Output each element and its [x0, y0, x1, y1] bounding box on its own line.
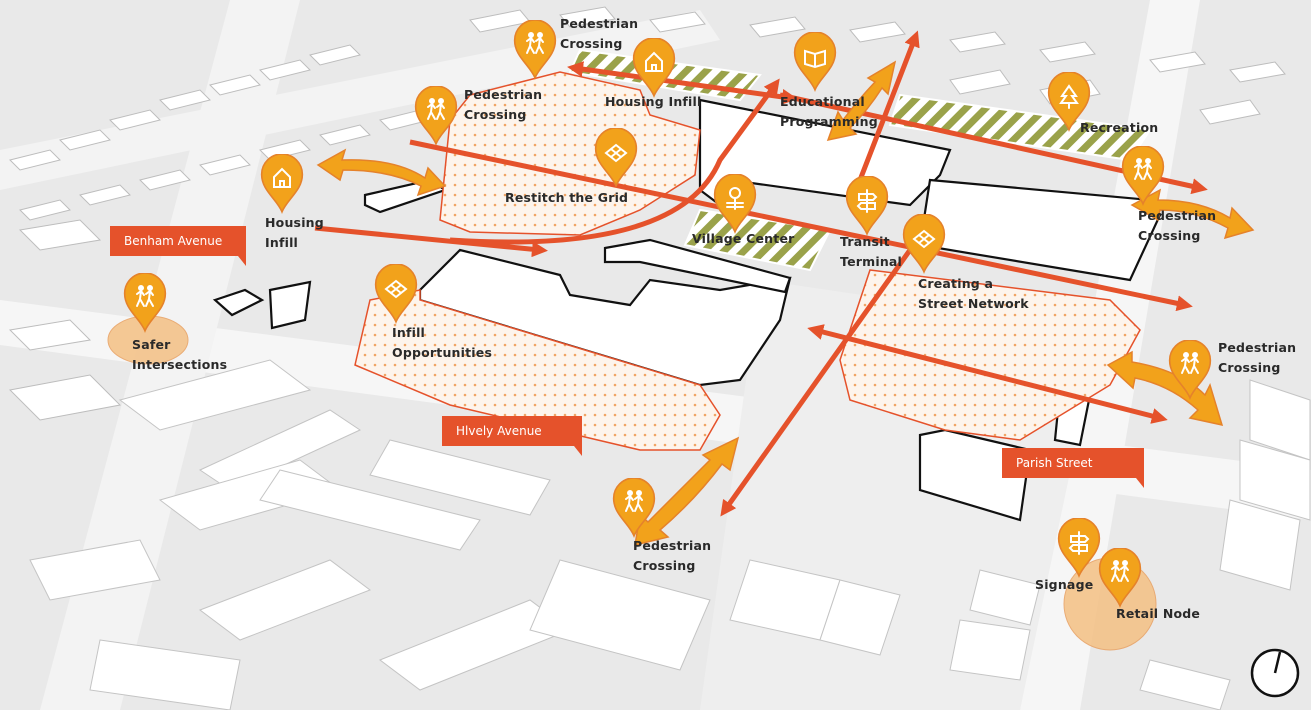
label-safer-intersections: Safer Intersections [132, 335, 227, 375]
signpost-icon [1070, 532, 1088, 554]
street-label-hively: Hlvely Avenue [442, 416, 582, 446]
label-ped-top: Pedestrian Crossing [560, 14, 638, 54]
label-housing-infill-left: Housing Infill [265, 213, 324, 253]
label-signage: Signage [1035, 575, 1093, 595]
label-housing-infill-top: Housing Infill [605, 92, 702, 112]
label-ped-bottom: Pedestrian Crossing [633, 536, 711, 576]
pin-network [904, 214, 945, 272]
label-ped-right-upper: Pedestrian Crossing [1138, 206, 1216, 246]
label-ped-upper-left: Pedestrian Crossing [464, 85, 542, 125]
label-retail-node: Retail Node [1116, 604, 1200, 624]
label-restitch: Restitch the Grid [505, 188, 628, 208]
street-label-parish: Parish Street [1002, 448, 1144, 478]
label-transit: Transit Terminal [840, 232, 902, 272]
pin-housing-left [262, 154, 303, 212]
signpost-icon [858, 190, 876, 212]
label-street-network: Creating a Street Network [918, 274, 1029, 314]
street-label-benham: Benham Avenue [110, 226, 246, 256]
label-recreation: Recreation [1080, 118, 1158, 138]
label-infill-opportunities: Infill Opportunities [392, 323, 492, 363]
label-educational: Educational Programming [780, 92, 878, 132]
label-village-center: Village Center [692, 229, 795, 249]
label-ped-right-lower: Pedestrian Crossing [1218, 338, 1296, 378]
north-arrow-icon [1252, 650, 1298, 696]
